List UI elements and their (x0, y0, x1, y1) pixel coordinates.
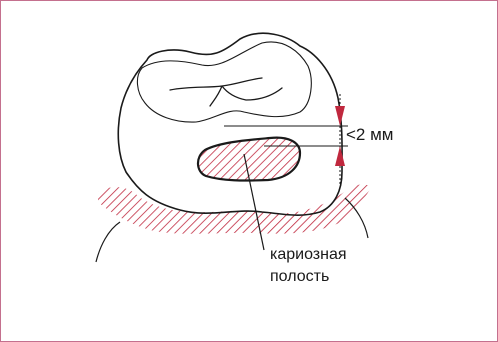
gum-band (98, 184, 372, 234)
occlusal-contour (137, 42, 311, 122)
cavity-label-line2: полость (270, 269, 329, 285)
tooth-outline (118, 33, 342, 215)
measurement-label: <2 мм (346, 126, 393, 143)
arrow-down (335, 106, 345, 126)
carious-cavity (198, 138, 300, 181)
fissure-lines (170, 78, 282, 106)
root-line-left (96, 222, 120, 262)
cavity-label-line1: кариозная (270, 247, 347, 263)
arrow-up (335, 146, 345, 166)
